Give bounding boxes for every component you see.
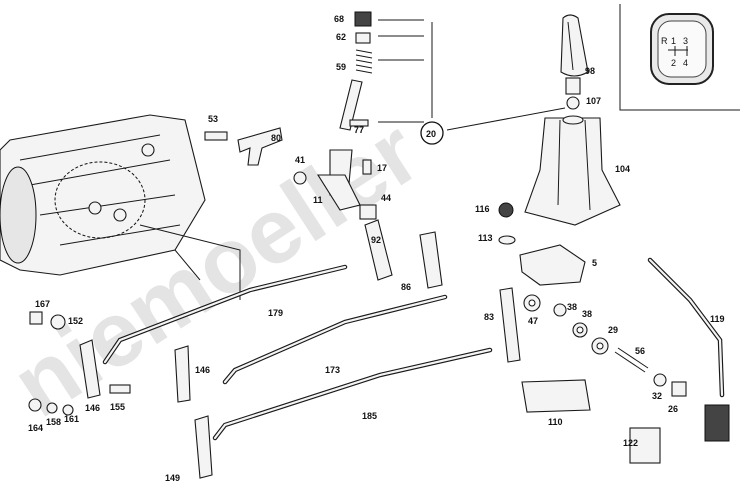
label-5: 5 [592, 258, 597, 268]
label-107: 107 [586, 96, 601, 106]
label-164: 164 [28, 423, 43, 433]
shift-pattern-inset: R 1 3 2 4 [619, 4, 740, 111]
shift-knob-assembly [524, 14, 621, 226]
label-185: 185 [362, 411, 377, 421]
label-155: 155 [110, 402, 125, 412]
label-98: 98 [585, 66, 595, 76]
small-hardware [28, 311, 131, 416]
part-41 [293, 171, 307, 185]
label-116: 116 [475, 204, 490, 214]
label-68: 68 [334, 14, 344, 24]
label-92: 92 [371, 235, 381, 245]
label-17: 17 [377, 163, 387, 173]
label-146b: 146 [85, 403, 100, 413]
label-53: 53 [208, 114, 218, 124]
label-26: 26 [668, 404, 678, 414]
linkage-arms [79, 219, 521, 479]
label-104: 104 [615, 164, 630, 174]
label-122: 122 [623, 438, 638, 448]
label-173: 173 [325, 365, 340, 375]
gate-3: 3 [683, 36, 688, 46]
shift-rods [102, 257, 725, 441]
label-179: 179 [268, 308, 283, 318]
label-38b: 38 [582, 309, 592, 319]
label-146a: 146 [195, 365, 210, 375]
label-32: 32 [652, 391, 662, 401]
label-149: 149 [165, 473, 180, 483]
gate-4: 4 [683, 58, 688, 68]
label-113: 113 [478, 233, 493, 243]
transmission-housing [0, 114, 241, 300]
bolt-53 [204, 131, 228, 141]
label-59: 59 [336, 62, 346, 72]
gate-1: 1 [671, 36, 676, 46]
label-41: 41 [295, 155, 305, 165]
label-38a: 38 [567, 302, 577, 312]
label-110: 110 [548, 417, 563, 427]
label-11: 11 [313, 195, 323, 205]
label-80: 80 [271, 133, 281, 143]
label-56: 56 [635, 346, 645, 356]
label-119: 119 [710, 314, 725, 324]
label-86: 86 [401, 282, 411, 292]
label-29: 29 [608, 325, 618, 335]
label-158: 158 [46, 417, 61, 427]
bracket-80 [237, 127, 283, 166]
label-47: 47 [528, 316, 538, 326]
selector-column-parts [317, 11, 377, 220]
label-62: 62 [336, 32, 346, 42]
label-77: 77 [354, 125, 364, 135]
part-number-labels: 68 62 59 77 53 80 41 17 11 44 98 107 20 … [28, 14, 725, 483]
gate-r: R [661, 36, 668, 46]
shifter-base-parts [498, 202, 730, 464]
label-20: 20 [426, 129, 436, 139]
callout-circle-20 [420, 121, 444, 145]
gate-2: 2 [671, 58, 676, 68]
label-167: 167 [35, 299, 50, 309]
label-83: 83 [484, 312, 494, 322]
label-152: 152 [68, 316, 83, 326]
label-161: 161 [64, 414, 79, 424]
label-44: 44 [381, 193, 391, 203]
